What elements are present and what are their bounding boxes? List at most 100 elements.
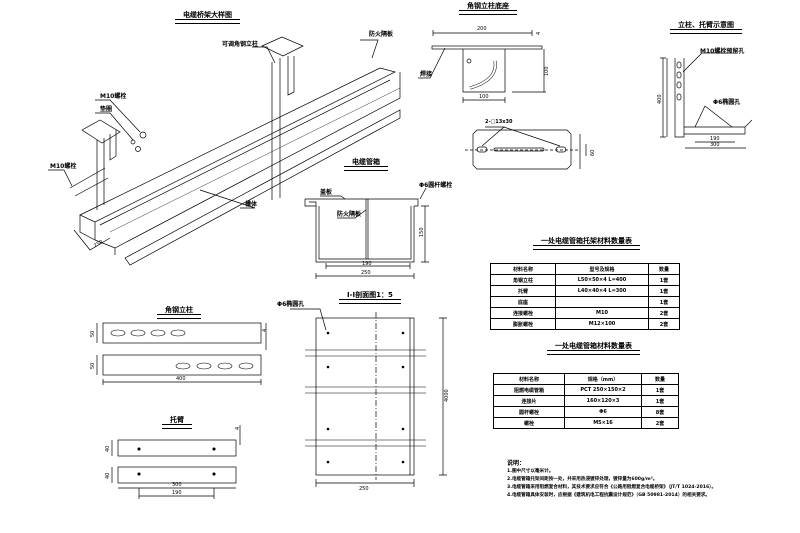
support-arm-drawing	[111, 425, 241, 499]
table-cell: 1套	[648, 296, 680, 308]
table-cell: 托臂	[490, 285, 556, 297]
table-cell: M5×16	[564, 417, 642, 429]
section-hole-label: Φ6椭圆孔	[277, 301, 305, 308]
table-header-row: 材料名称 型号及规格 数量	[490, 263, 680, 275]
table-cell: 8套	[641, 406, 679, 418]
round-hole-label: Φ6椭圆孔	[713, 99, 741, 106]
round-bolt-label: Φ6圆杆螺栓	[419, 182, 453, 189]
iso-view-title: 电缆桥架大样图	[175, 11, 240, 24]
table2-title: 一处电缆管箱材料数量表	[547, 342, 640, 355]
table-header: 材料名称	[493, 373, 565, 385]
m10-bolt-top-label: M10螺栓	[100, 93, 127, 100]
post-flange1-dim: 50	[90, 330, 96, 337]
table-cell: 膨胀螺栓	[490, 318, 556, 330]
table-cell: M10	[555, 307, 649, 319]
table-header-row: 材料名称 规格（mm） 数量	[493, 373, 679, 385]
base-thickness-dim: 4	[536, 31, 542, 35]
partition-label: 防火隔板	[337, 211, 362, 218]
gasket-label: 垫圈	[100, 106, 113, 113]
table-cell: 1套	[641, 384, 679, 396]
table-cell: 连接螺栓	[490, 307, 556, 319]
trough-inner-dim: 190	[362, 261, 372, 267]
section-i-i-title: I-I剖面图1：5	[339, 291, 401, 304]
table-cell: M12×100	[555, 318, 649, 330]
table-cell: 2套	[648, 307, 680, 319]
base-width-dim: 100	[479, 94, 489, 100]
table-header: 型号及规格	[555, 263, 649, 275]
iso-cable-tray	[48, 36, 401, 266]
note-item: 3.电缆管箱采用阻燃复合材料，其技术要求应符合《公路用阻燃复合电缆桥架》（JT/…	[507, 485, 717, 490]
notes-block: 说明： 1.图中尺寸以毫米计。 2.电缆管箱托架间距按一处，并采用热浸镀锌处理，…	[507, 460, 716, 500]
note-item: 4.电缆管箱具体安装时，应根据《建筑机电工程抗震设计规范》（GB 50981-2…	[507, 493, 710, 498]
notes-heading: 说明：	[507, 460, 526, 467]
arm-thickness-dim: 4	[235, 426, 241, 430]
post-arm-schematic	[660, 52, 753, 149]
table-cell: 圆杆螺栓	[493, 406, 565, 418]
arm-view-title: 托臂	[162, 416, 192, 429]
post-length-dim: 400	[176, 376, 186, 382]
table-header: 数量	[648, 263, 680, 275]
base-height-dim: 100	[544, 66, 550, 76]
table-cell: 1套	[641, 395, 679, 407]
table-cell: PCT 250×150×2	[564, 384, 642, 396]
table-cell: 2套	[641, 417, 679, 429]
trough-height-dim: 150	[419, 227, 425, 237]
base-plate-drawing	[418, 30, 546, 103]
table-header: 数量	[641, 373, 679, 385]
weld-label: 焊接	[420, 71, 433, 78]
table-cell: Φ6	[564, 406, 642, 418]
note-item: 1.图中尺寸以毫米计。	[507, 469, 554, 474]
post-view-title: 角钢立柱	[157, 306, 201, 319]
note-item: 2.电缆管箱托架间距按一处，并采用热浸镀锌处理，镀锌量为600g/m²。	[507, 477, 658, 482]
arm-hole-spacing-dim: 190	[172, 490, 182, 496]
table-cell: 角钢立柱	[490, 274, 556, 286]
table-header: 材料名称	[490, 263, 556, 275]
trough-section-drawing	[304, 187, 429, 279]
table-cell: 2套	[648, 318, 680, 330]
angle-post-drawing	[96, 322, 267, 385]
m10-bolt-left-label: M10螺栓	[50, 163, 77, 170]
table-cell: 1套	[648, 274, 680, 286]
post-thickness-dim: 4	[262, 328, 268, 332]
cover-label: 盖板	[320, 189, 333, 196]
table1-title: 一处电缆管箱托架材料数量表	[533, 237, 640, 250]
trough-outer-dim: 250	[361, 270, 371, 276]
arm-flange2-dim: 40	[105, 472, 111, 479]
table-cell: 1套	[648, 285, 680, 297]
base-view-title: 角钢立柱底座	[459, 2, 517, 15]
table-cell: 阻燃电缆管箱	[493, 384, 565, 396]
schematic-height-dim: 400	[657, 94, 663, 104]
arm-flange1-dim: 40	[105, 445, 111, 452]
schematic-outer-dim: 300	[710, 142, 720, 148]
table-row: 底座 1套	[490, 296, 680, 308]
post-flange2-dim: 50	[90, 362, 96, 369]
slot-plate-drawing	[465, 126, 587, 170]
trough-section-title: 电缆管箱	[344, 158, 388, 171]
section-width-dim: 250	[359, 486, 369, 492]
table-cell	[555, 296, 649, 308]
trough-label: 槽体	[245, 201, 258, 208]
slot-dim: 60	[590, 149, 596, 156]
fire-partition-label: 防火隔板	[369, 31, 394, 38]
table-header: 规格（mm）	[564, 373, 642, 385]
adjustable-post-label: 可调角钢立柱	[222, 41, 259, 48]
schematic-title: 立柱、托臂示意图	[670, 21, 742, 34]
table-cell: 螺栓	[493, 417, 565, 429]
table-cell: 底座	[490, 296, 556, 308]
schematic-inner-dim: 190	[710, 136, 720, 142]
base-length-dim: 200	[477, 26, 487, 32]
section-i-i-drawing	[290, 308, 447, 487]
slot-label: 2-□13x30	[485, 119, 513, 125]
table-cell: 160×120×3	[564, 395, 642, 407]
